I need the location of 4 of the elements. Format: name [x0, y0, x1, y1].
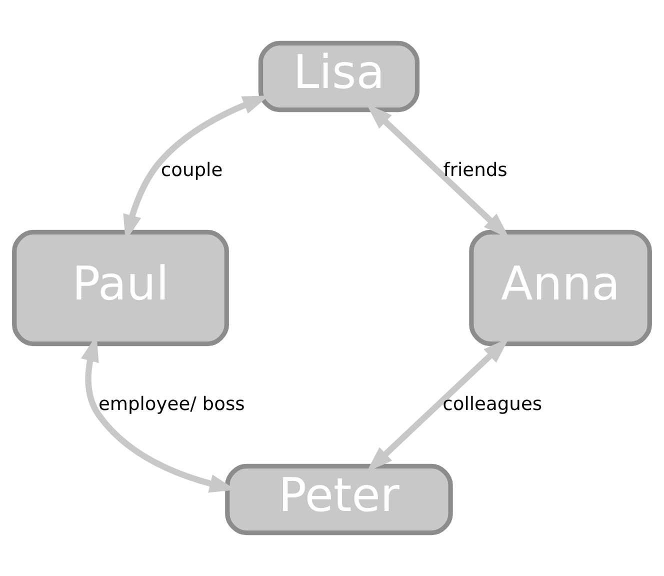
- edge-label: friends: [443, 160, 508, 181]
- edge-label: couple: [160, 160, 223, 181]
- edge-label: colleagues: [442, 394, 542, 415]
- edge-label: employee/ boss: [98, 394, 245, 415]
